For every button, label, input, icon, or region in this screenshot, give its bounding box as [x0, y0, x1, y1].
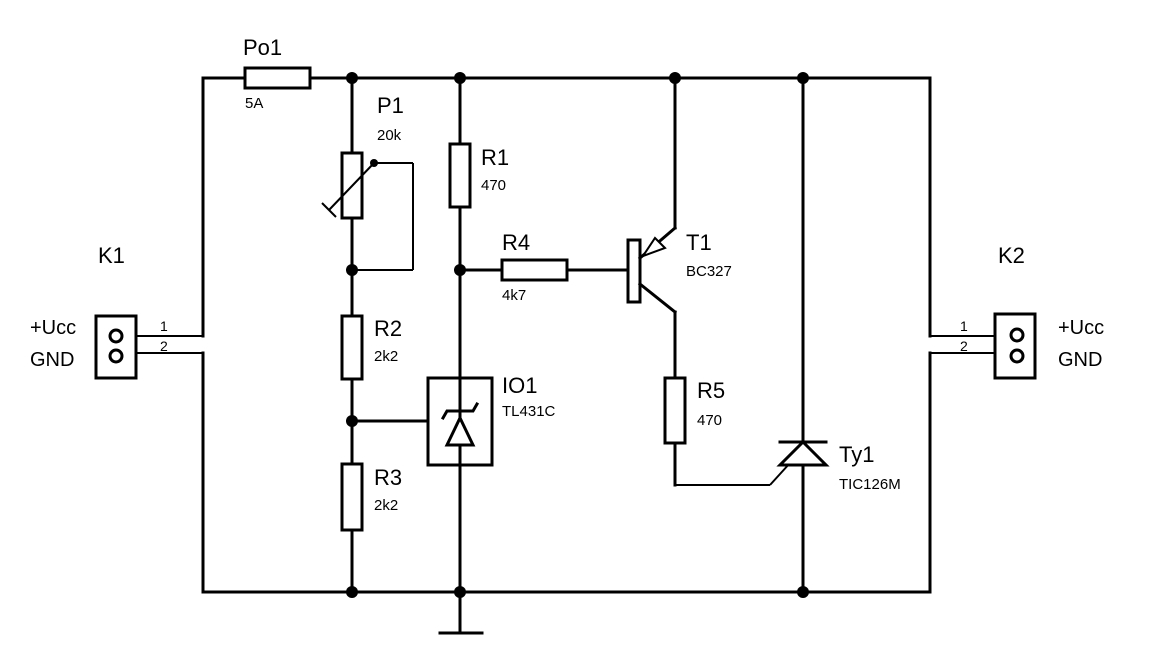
r5-ref: R5	[697, 378, 725, 403]
r1-value: 470	[481, 177, 506, 194]
resistor-r4: R4 4k7	[500, 230, 569, 304]
t1-value: BC327	[686, 263, 732, 280]
k1-pin1-label: 1	[160, 318, 168, 334]
r2-ref: R2	[374, 316, 402, 341]
p1-ref: P1	[377, 93, 404, 118]
connector-k1: K1 1 2 +Ucc GND	[30, 243, 168, 380]
io1-value: TL431C	[502, 403, 556, 420]
r5-value: 470	[697, 412, 722, 429]
r3-ref: R3	[374, 465, 402, 490]
wires	[122, 76, 1013, 635]
r3-value: 2k2	[374, 497, 398, 514]
ty1-ref: Ty1	[839, 442, 874, 467]
k2-ref: K2	[998, 243, 1025, 268]
t1-ref: T1	[686, 230, 712, 255]
connector-k2: K2 1 2 +Ucc GND	[960, 243, 1104, 380]
p1-value: 20k	[377, 127, 402, 144]
k2-net2-label: GND	[1058, 349, 1102, 371]
ic-io1-tl431c: IO1 TL431C	[426, 373, 556, 467]
fuse-value: 5A	[245, 95, 263, 112]
r1-ref: R1	[481, 145, 509, 170]
r2-value: 2k2	[374, 348, 398, 365]
k1-pin2-label: 2	[160, 338, 168, 354]
k2-pin1-label: 1	[960, 318, 968, 334]
thyristor-ty1: Ty1 TIC126M	[776, 439, 901, 493]
potentiometer-p1: P1 20k	[321, 93, 404, 220]
resistor-r5: R5 470	[663, 376, 725, 445]
resistor-r1: R1 470	[448, 142, 509, 209]
junction-dots	[346, 72, 809, 598]
io1-ref: IO1	[502, 373, 537, 398]
k2-net1-label: +Ucc	[1058, 317, 1104, 339]
r4-value: 4k7	[502, 287, 526, 304]
fuse-ref: Po1	[243, 35, 282, 60]
transistor-t1: T1 BC327	[626, 225, 732, 315]
k1-net2-label: GND	[30, 349, 74, 371]
r4-ref: R4	[502, 230, 530, 255]
resistor-r3: R3 2k2	[340, 462, 402, 532]
k1-net1-label: +Ucc	[30, 317, 76, 339]
fuse-po1: Po1 5A	[243, 35, 312, 112]
resistor-r2: R2 2k2	[340, 314, 402, 381]
k1-ref: K1	[98, 243, 125, 268]
ty1-value: TIC126M	[839, 476, 901, 493]
k2-pin2-label: 2	[960, 338, 968, 354]
